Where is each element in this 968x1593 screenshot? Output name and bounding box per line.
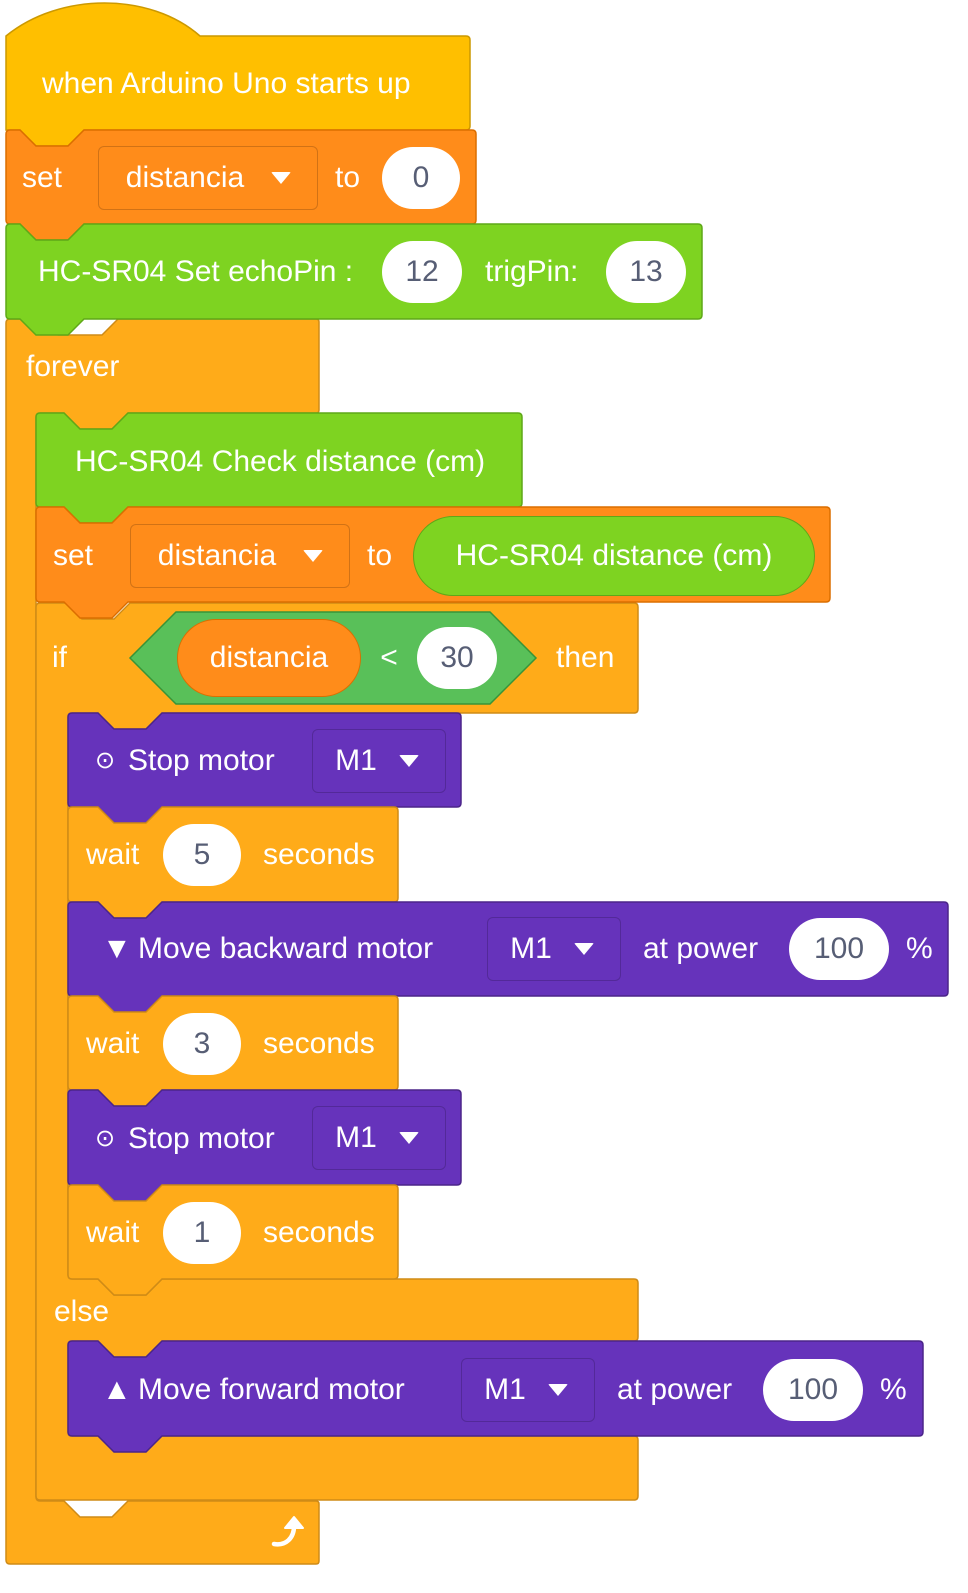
- variable-dropdown-loop[interactable]: distancia: [130, 524, 350, 588]
- stop-icon: ⊙: [95, 747, 116, 774]
- wait-seconds-input[interactable]: 3: [163, 1013, 241, 1075]
- else-keyword: else: [54, 1295, 110, 1328]
- backward-arrow-icon: ▼: [102, 932, 132, 965]
- chevron-down-icon: [574, 943, 594, 955]
- variable-dropdown-label: distancia: [125, 161, 245, 194]
- distancia-reporter[interactable]: distancia: [177, 619, 361, 697]
- if-keyword: if: [52, 641, 67, 674]
- motor-dropdown-backward-label: M1: [510, 932, 552, 965]
- seconds-label: seconds: [263, 1027, 375, 1060]
- motor-dropdown[interactable]: M1: [312, 1106, 446, 1170]
- variable-dropdown[interactable]: distancia: [98, 146, 318, 210]
- forward-power-input[interactable]: 100: [763, 1359, 863, 1421]
- less-than-operator: <: [380, 641, 398, 674]
- check-distance-label: HC-SR04 Check distance (cm): [75, 445, 486, 478]
- trig-pin-input[interactable]: 13: [606, 241, 686, 303]
- chevron-down-icon: [271, 172, 291, 184]
- value-input[interactable]: 0: [382, 147, 460, 209]
- motor-dropdown-label: M1: [335, 744, 377, 777]
- chevron-down-icon: [399, 1132, 419, 1144]
- seconds-label: seconds: [263, 1216, 375, 1249]
- move-forward-label: Move forward motor: [138, 1373, 405, 1406]
- chevron-down-icon: [303, 550, 323, 562]
- wait-seconds-input[interactable]: 5: [163, 824, 241, 886]
- motor-dropdown-forward[interactable]: M1: [461, 1358, 595, 1422]
- percent-label: %: [880, 1373, 907, 1406]
- motor-dropdown-backward[interactable]: M1: [487, 917, 621, 981]
- loop-arrow-icon: [271, 1516, 304, 1547]
- percent-label: %: [906, 932, 933, 965]
- wait-keyword: wait: [86, 1216, 140, 1249]
- chevron-down-icon: [399, 755, 419, 767]
- seconds-label: seconds: [263, 838, 375, 871]
- hcsr04-setup-shape[interactable]: [5, 223, 703, 336]
- at-power-label: at power: [643, 932, 759, 965]
- set-keyword: set: [22, 161, 63, 194]
- wait-seconds-input[interactable]: 1: [163, 1202, 241, 1264]
- motor-dropdown-label: M1: [335, 1121, 377, 1154]
- backward-power-input[interactable]: 100: [789, 918, 889, 980]
- forward-arrow-icon: ▲: [102, 1373, 132, 1406]
- set-keyword-loop: set: [53, 539, 94, 572]
- stop-motor-label: Stop motor: [128, 744, 275, 777]
- then-keyword: then: [556, 641, 615, 674]
- trig-pin-label: trigPin:: [485, 255, 579, 288]
- stop-motor-label: Stop motor: [128, 1122, 275, 1155]
- compare-value-input[interactable]: 30: [417, 627, 497, 689]
- chevron-down-icon: [548, 1384, 568, 1396]
- distance-reporter[interactable]: HC-SR04 distance (cm): [413, 516, 815, 596]
- forever-label: forever: [26, 350, 120, 383]
- move-backward-label: Move backward motor: [138, 932, 434, 965]
- hcsr04-setup-label: HC-SR04 Set echoPin :: [38, 255, 354, 288]
- stop-icon: ⊙: [95, 1125, 116, 1152]
- wait-keyword: wait: [86, 1027, 140, 1060]
- hat-label: when Arduino Uno starts up: [42, 67, 411, 100]
- wait-keyword: wait: [86, 838, 140, 871]
- at-power-label: at power: [617, 1373, 733, 1406]
- forever-block-shape[interactable]: [5, 318, 320, 1565]
- echo-pin-input[interactable]: 12: [382, 241, 462, 303]
- motor-dropdown-forward-label: M1: [484, 1373, 526, 1406]
- to-keyword: to: [335, 161, 361, 194]
- to-keyword-loop: to: [367, 539, 393, 572]
- motor-dropdown[interactable]: M1: [312, 729, 446, 793]
- variable-dropdown-loop-label: distancia: [157, 539, 277, 572]
